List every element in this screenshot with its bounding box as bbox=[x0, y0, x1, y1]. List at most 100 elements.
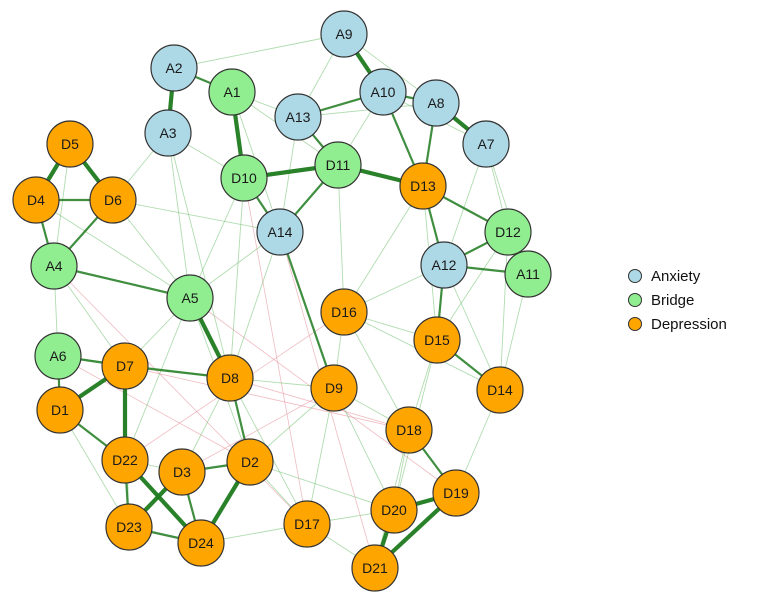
node-circle-a8 bbox=[412, 79, 460, 127]
edge-D13-D16 bbox=[343, 185, 424, 313]
node-circle-d18 bbox=[385, 406, 433, 454]
node-a1: A1 bbox=[208, 68, 256, 116]
legend-item-bridge: Bridge bbox=[628, 288, 727, 312]
node-circle-a11 bbox=[504, 250, 552, 298]
node-label-a3: A3 bbox=[159, 125, 176, 141]
node-circle-a9 bbox=[320, 10, 368, 58]
legend-label-bridge: Bridge bbox=[651, 291, 695, 309]
node-d6: D6 bbox=[89, 176, 137, 224]
node-d3: D3 bbox=[158, 448, 206, 496]
edge-D10-D8 bbox=[229, 177, 245, 379]
node-circle-d5 bbox=[46, 120, 94, 168]
node-circle-a13 bbox=[274, 93, 322, 141]
node-label-d14: D14 bbox=[487, 382, 513, 398]
node-layer: A1A2A3A4A5A6A7A8A9A10A11A12A13A14D1D2D3D… bbox=[12, 10, 552, 592]
node-circle-d10 bbox=[220, 154, 268, 202]
edge-D6-A14 bbox=[112, 199, 281, 233]
negative-edge-D10-D17 bbox=[243, 177, 308, 525]
edge-A5-D22 bbox=[124, 297, 191, 461]
node-a8: A8 bbox=[412, 79, 460, 127]
node-d9: D9 bbox=[310, 364, 358, 412]
node-circle-d15 bbox=[413, 316, 461, 364]
node-a11: A11 bbox=[504, 250, 552, 298]
edge-A2-A9 bbox=[173, 33, 345, 69]
legend: Anxiety Bridge Depression bbox=[628, 264, 727, 336]
node-a3: A3 bbox=[144, 109, 192, 157]
node-label-d11: D11 bbox=[326, 157, 351, 173]
edge-D11-D16 bbox=[337, 164, 345, 313]
node-a7: A7 bbox=[462, 120, 510, 168]
node-circle-d6 bbox=[89, 176, 137, 224]
node-d5: D5 bbox=[46, 120, 94, 168]
node-circle-d16 bbox=[320, 288, 368, 336]
node-d20: D20 bbox=[370, 486, 418, 534]
node-a13: A13 bbox=[274, 93, 322, 141]
node-label-d4: D4 bbox=[27, 192, 45, 208]
node-circle-a4 bbox=[30, 242, 78, 290]
node-circle-d14 bbox=[476, 366, 524, 414]
node-label-d7: D7 bbox=[116, 358, 134, 374]
legend-swatch-bridge bbox=[628, 293, 642, 307]
node-label-d16: D16 bbox=[331, 304, 357, 320]
node-label-a13: A13 bbox=[286, 109, 311, 125]
node-circle-d23 bbox=[105, 503, 153, 551]
negative-edge-D7-D18 bbox=[124, 365, 410, 431]
node-circle-d22 bbox=[101, 436, 149, 484]
node-d22: D22 bbox=[101, 436, 149, 484]
node-label-a4: A4 bbox=[45, 258, 62, 274]
node-d2: D2 bbox=[226, 438, 274, 486]
node-label-a5: A5 bbox=[181, 290, 198, 306]
node-d21: D21 bbox=[351, 544, 399, 592]
node-label-d21: D21 bbox=[362, 560, 388, 576]
node-circle-a10 bbox=[359, 68, 407, 116]
node-a2: A2 bbox=[150, 44, 198, 92]
node-label-a14: A14 bbox=[268, 224, 293, 240]
legend-item-anxiety: Anxiety bbox=[628, 264, 727, 288]
legend-swatch-anxiety bbox=[628, 269, 642, 283]
node-d15: D15 bbox=[413, 316, 461, 364]
node-d17: D17 bbox=[283, 500, 331, 548]
legend-label-anxiety: Anxiety bbox=[651, 267, 701, 285]
node-label-d17: D17 bbox=[294, 516, 320, 532]
node-circle-a2 bbox=[150, 44, 198, 92]
node-label-d6: D6 bbox=[104, 192, 122, 208]
node-a12: A12 bbox=[420, 241, 468, 289]
edge-A3-A5 bbox=[167, 132, 191, 299]
node-d7: D7 bbox=[101, 342, 149, 390]
node-circle-d11 bbox=[314, 141, 362, 189]
node-circle-d9 bbox=[310, 364, 358, 412]
node-a4: A4 bbox=[30, 242, 78, 290]
node-a5: A5 bbox=[166, 274, 214, 322]
legend-swatch-depression bbox=[628, 317, 642, 331]
node-d13: D13 bbox=[399, 162, 447, 210]
node-d4: D4 bbox=[12, 176, 60, 224]
node-circle-d21 bbox=[351, 544, 399, 592]
node-circle-d17 bbox=[283, 500, 331, 548]
node-d18: D18 bbox=[385, 406, 433, 454]
node-circle-d13 bbox=[399, 162, 447, 210]
node-label-d8: D8 bbox=[221, 370, 239, 386]
node-circle-a12 bbox=[420, 241, 468, 289]
node-circle-a6 bbox=[34, 332, 82, 380]
node-label-a9: A9 bbox=[335, 26, 352, 42]
node-label-d19: D19 bbox=[443, 485, 469, 501]
node-d14: D14 bbox=[476, 366, 524, 414]
node-label-d22: D22 bbox=[112, 452, 138, 468]
node-circle-d2 bbox=[226, 438, 274, 486]
edge-A14-D9 bbox=[278, 230, 336, 390]
node-label-a7: A7 bbox=[477, 136, 494, 152]
node-d12: D12 bbox=[484, 208, 532, 256]
node-a9: A9 bbox=[320, 10, 368, 58]
node-circle-d3 bbox=[158, 448, 206, 496]
node-label-d1: D1 bbox=[51, 402, 69, 418]
node-label-d5: D5 bbox=[61, 136, 79, 152]
negative-edge-A6-D2 bbox=[57, 355, 251, 463]
legend-item-depression: Depression bbox=[628, 312, 727, 336]
node-a10: A10 bbox=[359, 68, 407, 116]
node-circle-d4 bbox=[12, 176, 60, 224]
node-a14: A14 bbox=[256, 208, 304, 256]
edge-D4-A5 bbox=[35, 199, 191, 299]
node-label-d15: D15 bbox=[424, 332, 450, 348]
node-circle-a5 bbox=[166, 274, 214, 322]
